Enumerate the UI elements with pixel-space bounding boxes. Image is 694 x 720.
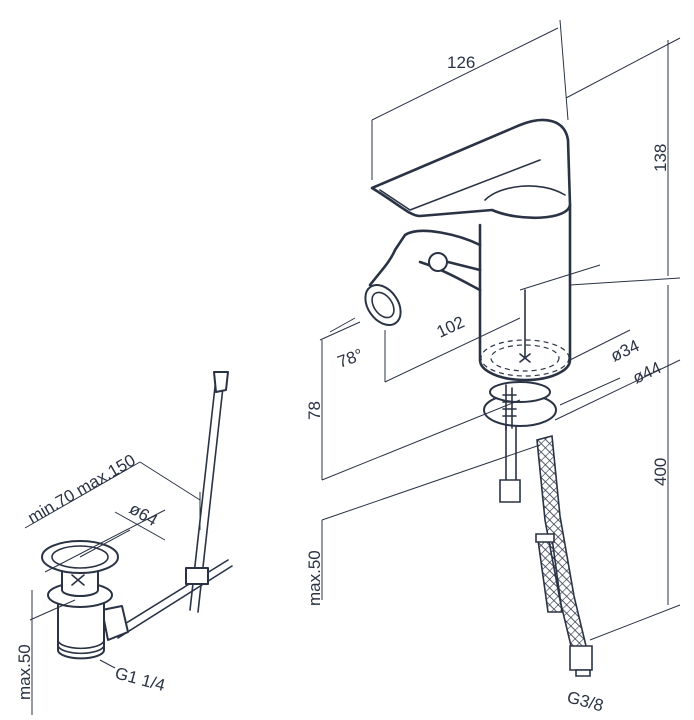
dimension-lines	[319, 19, 681, 641]
spout	[368, 229, 482, 292]
dim-spout-angle: 78°	[335, 345, 366, 372]
thread-label: G3/8	[565, 688, 606, 716]
dim-diameter-44: ø44	[630, 358, 665, 388]
waste-drawing: min.70 max.150 ø64 max.50 G1 1/4	[15, 371, 233, 715]
dim-height: 138	[651, 144, 670, 172]
lever-handle	[370, 118, 572, 220]
dim-diameter-34: ø34	[608, 336, 643, 366]
dim-hose-length: 400	[651, 458, 670, 486]
waste-body	[57, 594, 105, 660]
waste-thread-label: G1 1/4	[113, 664, 167, 696]
dim-max-deck: max.50	[305, 550, 324, 606]
dim-waste-diameter: ø64	[126, 499, 161, 530]
dim-waste-max-deck: max.50	[15, 644, 34, 700]
waste-dimension-lines	[24, 461, 201, 715]
dim-deck-height: 78	[305, 401, 324, 420]
supply-hoses	[499, 409, 593, 677]
dim-spout-reach: 102	[434, 312, 468, 341]
faucet-drawing: 126 138 102 78° 78 ø34 ø44 400 max.50 G3…	[305, 19, 681, 716]
spout-outlet	[364, 284, 402, 326]
dim-width: 126	[447, 53, 475, 72]
faucet-body	[478, 203, 572, 382]
